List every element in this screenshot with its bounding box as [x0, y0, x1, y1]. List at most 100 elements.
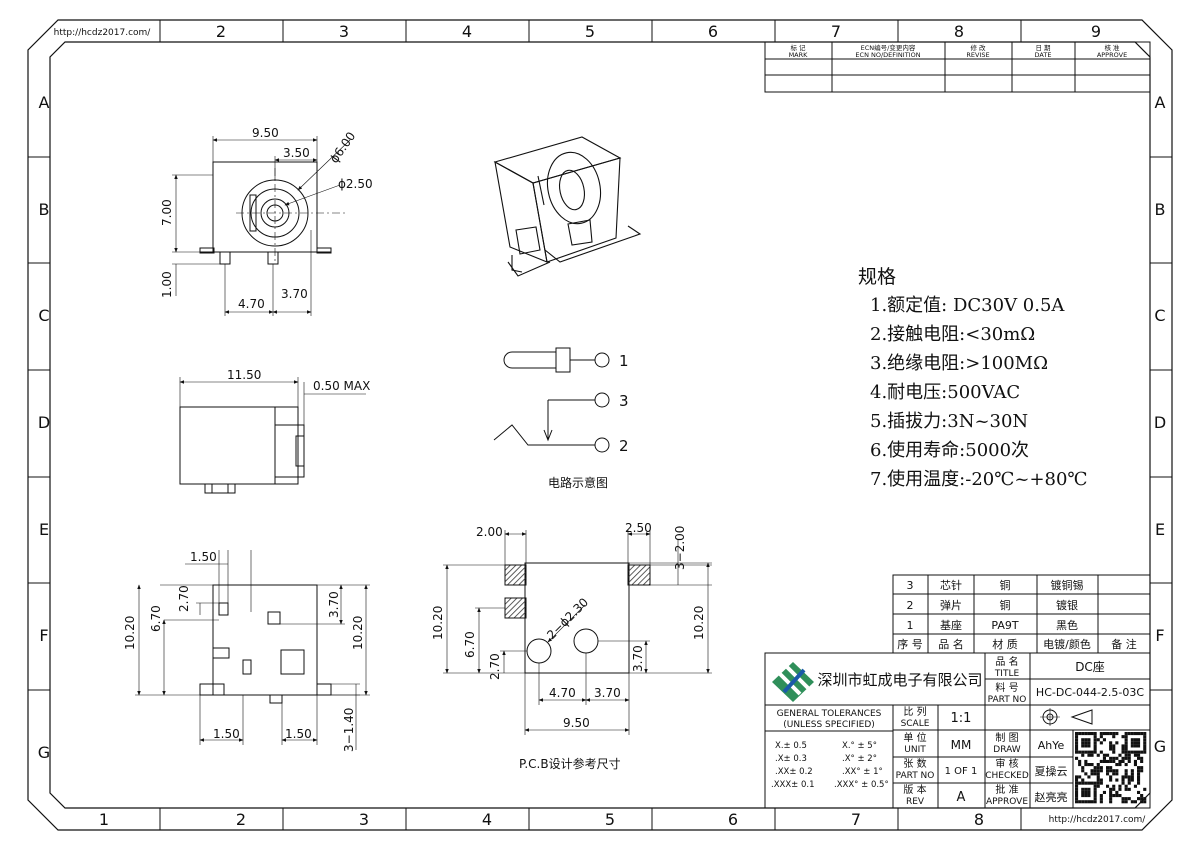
col-label: 2 [216, 22, 226, 41]
dim-front-pin-h: 1.00 [160, 271, 174, 298]
row-label: D [38, 413, 50, 432]
bom-finish: 镀银 [1056, 598, 1078, 612]
partno-label-cn: 料 号 [995, 681, 1018, 694]
circuit-schematic [493, 347, 610, 453]
front-view-dims: 9.50 3.50 ϕ6.00 ϕ2.50 7.00 1.00 4.70 3.7… [160, 126, 373, 311]
scale-label-cn: 比 列 [903, 705, 926, 718]
row-label: E [39, 520, 49, 539]
row-label: B [1155, 200, 1166, 219]
dim-bot-1020-right: 10.20 [351, 616, 365, 650]
tolerance-row: .XXX° ± 0.5° [834, 780, 889, 790]
rev-header-date-en: DATE [1035, 51, 1052, 59]
bom-header-name: 品 名 [938, 637, 964, 651]
tolerance-row: .XX± 0.2 [775, 767, 813, 777]
dim-front-pin2: 3.70 [281, 287, 308, 301]
rev-header-revise-en: REVISE [966, 51, 989, 59]
bom-name: 芯针 [940, 578, 962, 592]
col-label: 5 [605, 810, 615, 829]
dim-pcb-670: 6.70 [463, 631, 477, 658]
row-label: G [38, 743, 50, 762]
dim-front-d25: ϕ2.50 [338, 177, 373, 191]
bottom-view-dims: 1.50 2.70 6.70 10.20 3.70 10.20 1.50 1.5… [123, 550, 365, 752]
pcb-layout [443, 530, 712, 735]
unit-label-cn: 单 位 [903, 731, 926, 744]
col-label: 2 [236, 810, 246, 829]
spec-line: 7.使用温度:-20℃~+80℃ [870, 469, 1088, 490]
dim-side-max: 0.50 MAX [313, 379, 370, 393]
tolerance-row: .XXX± 0.1 [771, 780, 815, 790]
rev-header-mark-en: MARK [789, 51, 809, 59]
circuit-caption: 电路示意图 [548, 475, 608, 490]
spec-line: 3.绝缘电阻:>100MΩ [870, 353, 1049, 374]
rev-header-date: 日 期 [1035, 44, 1051, 52]
tolerance-row: .X± 0.3 [775, 754, 807, 764]
row-label: C [1154, 306, 1165, 325]
title-label-cn: 品 名 [995, 655, 1018, 668]
approve-label-en: APPROVE [986, 797, 1028, 807]
company-logo [772, 662, 814, 702]
tolerance-row: .XX° ± 1° [842, 767, 883, 777]
sheet-label-en: PART NO [896, 771, 935, 781]
title-label-en: TITLE [994, 669, 1020, 679]
dim-pcb-1020-right: 10.20 [692, 606, 706, 640]
approve-label-cn: 批 准 [995, 783, 1018, 796]
col-label: 7 [851, 810, 861, 829]
pcb-caption: P.C.B设计参考尺寸 [519, 756, 621, 771]
bom-no: 1 [907, 619, 914, 632]
check-value: 夏操云 [1035, 764, 1068, 778]
specifications-block: 规格 1.额定值: DC30V 0.5A 2.接触电阻:<30mΩ 3.绝缘电阻… [858, 262, 1088, 494]
dim-bot-3140: 3−1.40 [342, 708, 356, 752]
tolerance-title: GENERAL TOLERANCES [777, 709, 882, 719]
draw-label-cn: 制 图 [995, 731, 1018, 744]
col-label: 7 [831, 22, 841, 41]
bom-no: 3 [907, 579, 914, 592]
side-view [179, 377, 366, 494]
sheet-label-cn: 张 数 [903, 757, 926, 770]
tolerance-row: .X° ± 2° [842, 754, 877, 764]
dim-side-len: 11.50 [227, 368, 261, 382]
spec-line: 5.插拔力:3N~30N [870, 411, 1029, 432]
spec-line: 4.耐电压:500VAC [870, 382, 1021, 403]
scale-label-en: SCALE [901, 719, 930, 729]
bom-material: 铜 [1000, 578, 1011, 592]
dim-pcb-950: 9.50 [563, 716, 590, 730]
dim-bot-270: 2.70 [177, 585, 191, 612]
row-label: E [1155, 520, 1165, 539]
check-label-en: CHECKED [985, 771, 1029, 781]
border-url-top: http://hcdz2017.com/ [54, 28, 152, 38]
dim-bot-150-br: 1.50 [285, 727, 312, 741]
row-label: A [1155, 93, 1166, 112]
pin-label-2: 2 [619, 437, 629, 455]
rev-label-en: REV [906, 797, 925, 807]
bom-table: 3 芯针 铜 镀铜锡 2 弹片 铜 镀银 1 基座 PA9T 黑色 序 号 品 … [892, 574, 1151, 654]
bom-name: 基座 [940, 618, 962, 632]
dim-bot-370: 3.70 [327, 591, 341, 618]
draw-label-en: DRAW [993, 745, 1020, 755]
isometric-view [493, 136, 642, 277]
partno-value: HC-DC-044-2.5-03C [1036, 686, 1144, 699]
title-value: DC座 [1075, 659, 1105, 674]
bom-name: 弹片 [940, 598, 962, 612]
rev-header-approve-en: APPROVE [1097, 51, 1127, 59]
pcb-dims: 2.00 2.50 3−2.00 10.20 6.70 2.70 2−ϕ2.30… [431, 521, 706, 771]
company-name: 深圳市虹成电子有限公司 [817, 671, 982, 689]
dim-pcb-1020-left: 10.20 [431, 606, 445, 640]
partno-label-en: PART NO [988, 695, 1027, 705]
dim-pcb-3200: 3−2.00 [673, 526, 687, 570]
bom-material: PA9T [991, 619, 1018, 632]
scale-value: 1:1 [951, 711, 972, 726]
bom-header-note: 备 注 [1111, 637, 1137, 651]
revision-table: 标 记 MARK ECN编号/变更内容 ECN NO/DEFINITION 修 … [764, 41, 1151, 93]
col-label: 1 [99, 810, 109, 829]
tolerance-row: X.° ± 5° [842, 741, 877, 751]
spec-line: 6.使用寿命:5000次 [870, 440, 1030, 461]
dim-front-d6: ϕ6.00 [327, 129, 358, 165]
spec-line: 2.接触电阻:<30mΩ [870, 324, 1036, 345]
row-label: A [39, 93, 50, 112]
dim-pcb-250: 2.50 [625, 521, 652, 535]
dim-front-width: 9.50 [252, 126, 279, 140]
bottom-view [135, 550, 370, 750]
row-label: G [1154, 737, 1166, 756]
row-label: F [39, 626, 48, 645]
